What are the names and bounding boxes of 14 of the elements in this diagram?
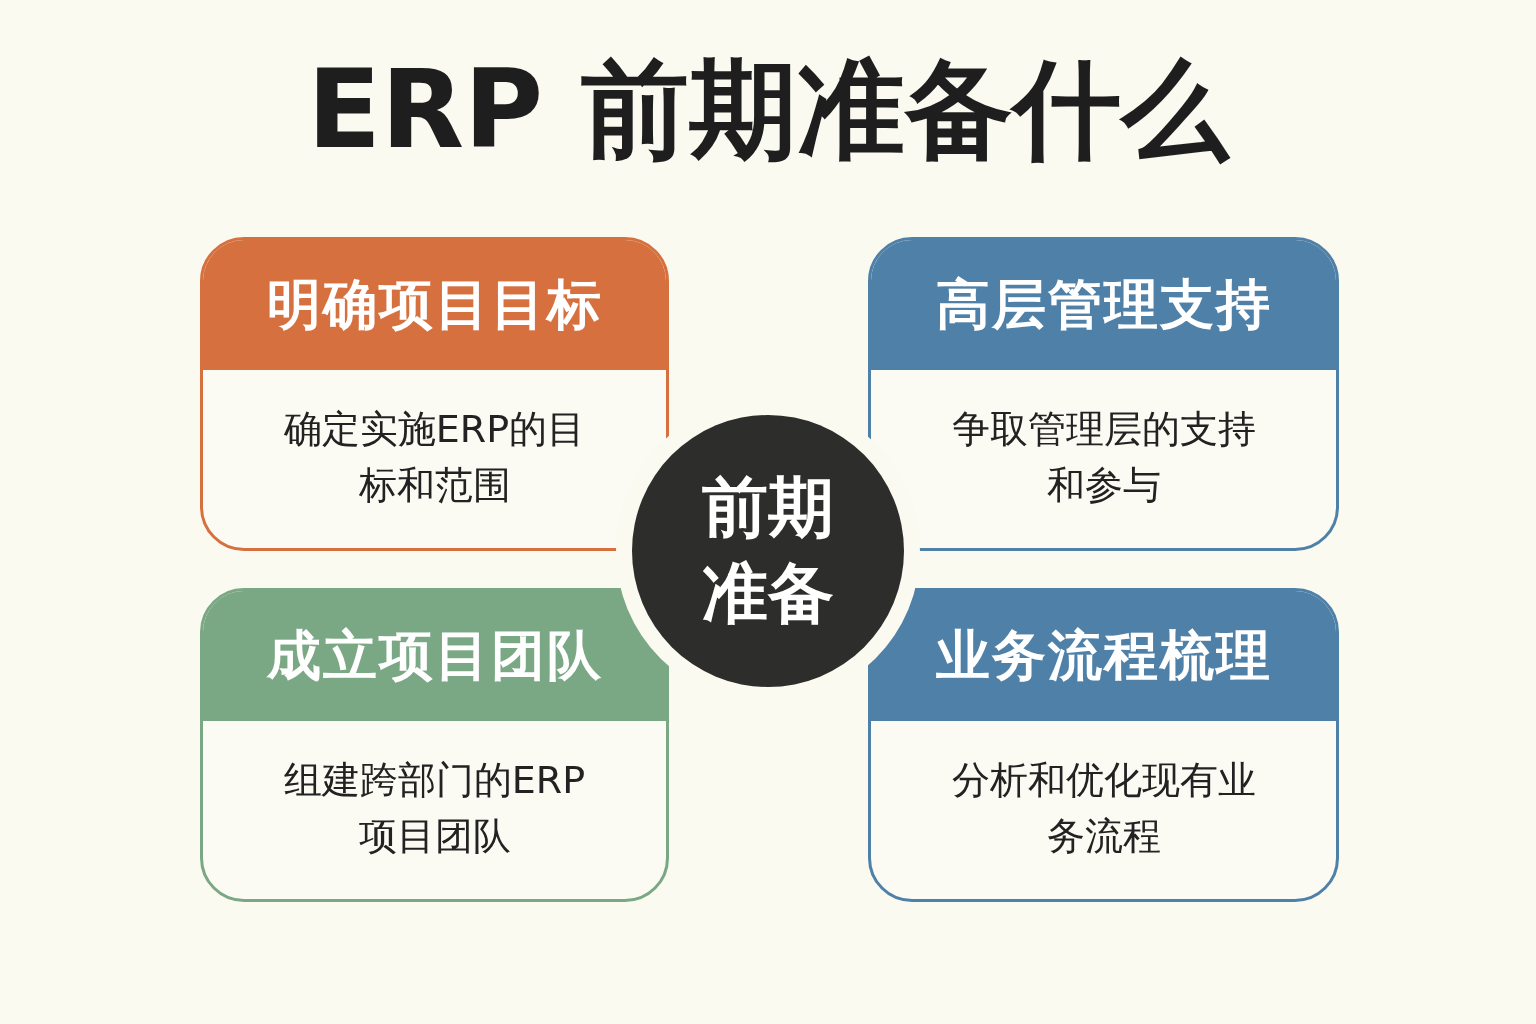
step-card	[868, 588, 1339, 902]
card-description: 分析和优化现有业务流程	[950, 757, 1257, 860]
hub-label: 前期准备	[701, 468, 835, 634]
card-heading: 成立项目团队	[203, 591, 666, 721]
card-heading: 明确项目目标	[203, 240, 666, 370]
card-description: 组建跨部门的ERP项目团队	[282, 757, 587, 860]
step-card	[200, 588, 669, 902]
step-card	[868, 237, 1339, 551]
card-description: 争取管理层的支持和参与	[950, 406, 1257, 509]
card-description: 确定实施ERP的目标和范围	[282, 406, 587, 509]
card-heading: 业务流程梳理	[871, 591, 1336, 721]
title: ERP 前期准备什么	[306, 46, 1232, 174]
card-heading: 高层管理支持	[871, 240, 1336, 370]
step-card	[200, 237, 669, 551]
